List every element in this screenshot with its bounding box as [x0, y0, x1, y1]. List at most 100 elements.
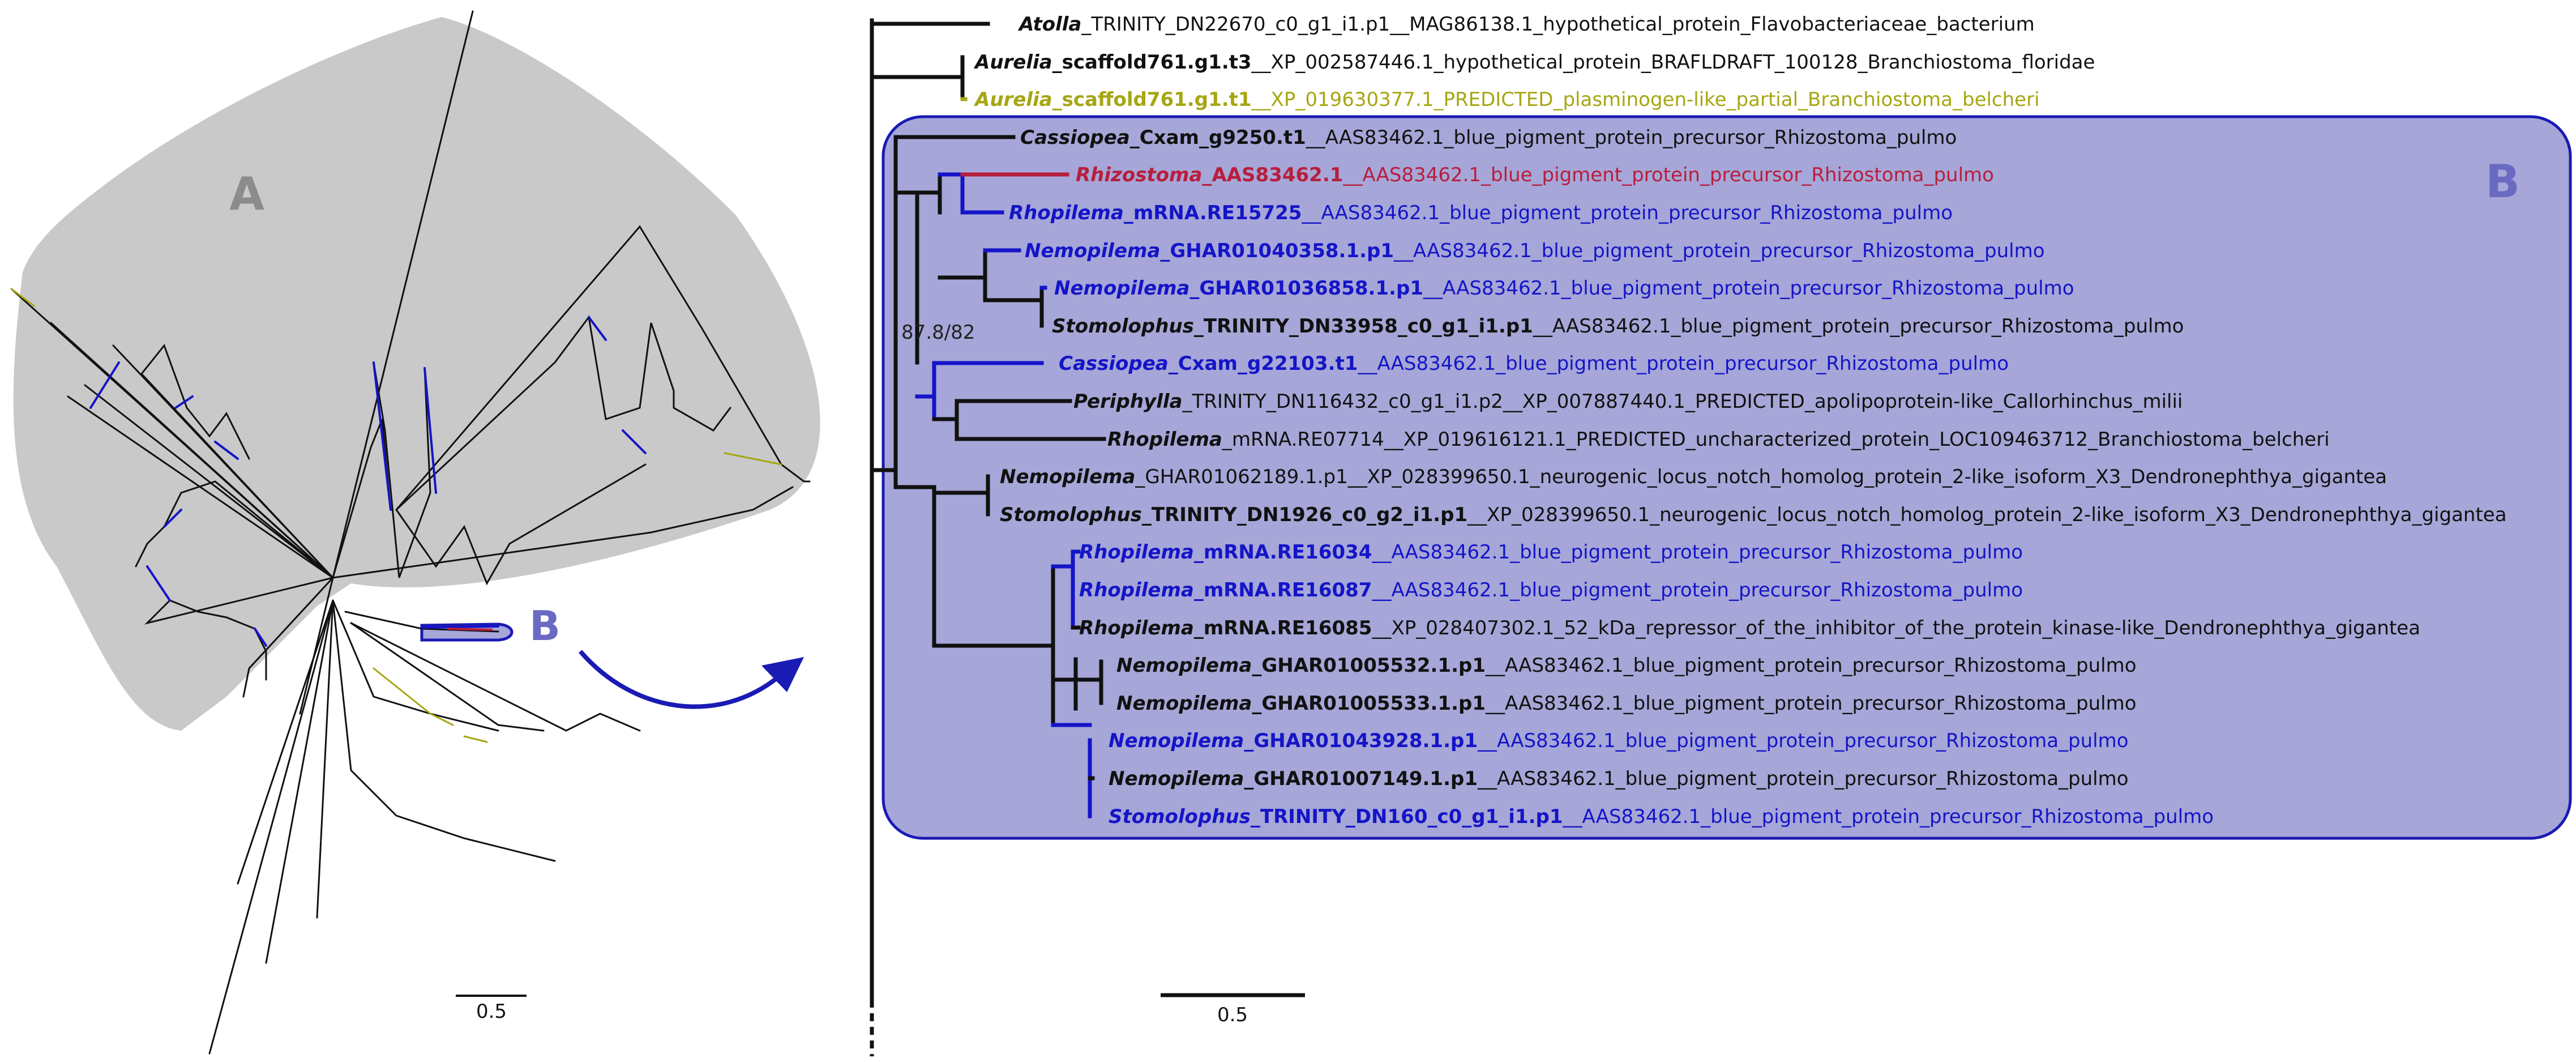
- leaf-label: Rhopilema_mRNA.RE16087__AAS83462.1_blue_…: [1079, 579, 2023, 602]
- leaf-label: Nemopilema_GHAR01040358.1.p1__AAS83462.1…: [1025, 240, 2045, 262]
- zoom-arrow: [578, 650, 780, 709]
- leaf-genus: Aurelia: [973, 88, 1052, 111]
- leaf-genus: Rhopilema: [1079, 617, 1194, 639]
- leaf-label: Nemopilema_GHAR01005533.1.p1__AAS83462.1…: [1116, 692, 2137, 715]
- leaf-sequence-id: _TRINITY_DN1926_c0_g2_i1.p1: [1142, 504, 1467, 526]
- leaf-annotation: __XP_007887440.1_PREDICTED_apolipoprotei…: [1503, 390, 2183, 413]
- support-value-label: 87.8/82: [901, 321, 975, 344]
- leaf-annotation: __XP_028399650.1_neurogenic_locus_notch_…: [1467, 504, 2506, 526]
- leaf-label: Rhopilema_mRNA.RE15725__AAS83462.1_blue_…: [1009, 202, 1953, 224]
- leaf-genus: Atolla: [1017, 13, 1081, 36]
- leaf-sequence-id: _scaffold761.g1.t1: [1052, 88, 1252, 111]
- leaf-genus: Nemopilema: [1025, 240, 1160, 262]
- leaf-label: Rhopilema_mRNA.RE16034__AAS83462.1_blue_…: [1079, 541, 2023, 564]
- leaf-genus: Stomolophus: [1000, 504, 1142, 526]
- leaf-label: Atolla_TRINITY_DN22670_c0_g1_i1.p1__MAG8…: [1017, 13, 2035, 36]
- leaf-annotation: __XP_019630377.1_PREDICTED_plasminogen-l…: [1251, 88, 2040, 111]
- leaf-annotation: __XP_028407302.1_52_kDa_repressor_of_the…: [1371, 617, 2420, 639]
- leaf-label: Nemopilema_GHAR01005532.1.p1__AAS83462.1…: [1116, 654, 2137, 677]
- overview-tree-panel: A B 0.5: [10, 10, 820, 1055]
- leaf-annotation: __AAS83462.1_blue_pigment_protein_precur…: [1306, 126, 1957, 149]
- leaf-annotation: __AAS83462.1_blue_pigment_protein_precur…: [1371, 541, 2023, 564]
- leaf-label: Rhopilema_mRNA.RE16085__XP_028407302.1_5…: [1079, 617, 2420, 639]
- leaf-genus: Nemopilema: [1116, 654, 1252, 677]
- region-b-label: B: [529, 602, 560, 650]
- leaf-genus: Cassiopea: [1020, 126, 1130, 149]
- leaf-annotation: __AAS83462.1_blue_pigment_protein_precur…: [1393, 240, 2045, 262]
- leaf-sequence-id: _TRINITY_DN116432_c0_g1_i1.p2: [1182, 390, 1503, 413]
- leaf-genus: Rhopilema: [1079, 579, 1194, 602]
- clade-b-detail-panel: B 87.8/82 Atolla_TRINITY_DN22670_c0_g1_i…: [870, 13, 2572, 1056]
- overview-branch-red: [447, 628, 493, 631]
- leaf-genus: Nemopilema: [1109, 730, 1244, 752]
- leaf-genus: Cassiopea: [1059, 352, 1169, 375]
- leaf-genus: Nemopilema: [1054, 277, 1189, 300]
- leaf-label: Stomolophus_TRINITY_DN33958_c0_g1_i1.p1_…: [1052, 315, 2184, 338]
- leaf-annotation: __AAS83462.1_blue_pigment_protein_precur…: [1423, 277, 2074, 300]
- leaf-genus: Aurelia: [973, 51, 1052, 74]
- leaf-sequence-id: _Cxam_g9250.t1: [1130, 126, 1306, 149]
- leaf-sequence-id: _TRINITY_DN33958_c0_g1_i1.p1: [1194, 315, 1533, 338]
- leaf-genus: Periphylla: [1073, 390, 1182, 413]
- leaf-label-list: Atolla_TRINITY_DN22670_c0_g1_i1.p1__MAG8…: [973, 13, 2507, 828]
- leaf-sequence-id: _scaffold761.g1.t3: [1052, 51, 1252, 74]
- leaf-annotation: __AAS83462.1_blue_pigment_protein_precur…: [1477, 730, 2129, 752]
- leaf-sequence-id: _mRNA.RE16087: [1194, 579, 1372, 602]
- leaf-sequence-id: _GHAR01036858.1.p1: [1189, 277, 1423, 300]
- clade-b-box-label: B: [2485, 155, 2520, 208]
- leaf-label: Nemopilema_GHAR01062189.1.p1__XP_0283996…: [1000, 466, 2387, 488]
- clade-b-tree-branches: [870, 18, 1106, 1002]
- leaf-label: Periphylla_TRINITY_DN116432_c0_g1_i1.p2_…: [1073, 390, 2183, 413]
- leaf-genus: Rhopilema: [1009, 202, 1124, 224]
- leaf-annotation: __MAG86138.1_hypothetical_protein_Flavob…: [1389, 13, 2035, 36]
- leaf-annotation: __AAS83462.1_blue_pigment_protein_precur…: [1485, 654, 2137, 677]
- leaf-sequence-id: _Cxam_g22103.t1: [1169, 352, 1358, 375]
- leaf-genus: Rhizostoma: [1076, 164, 1202, 186]
- leaf-sequence-id: _GHAR01062189.1.p1: [1135, 466, 1347, 488]
- leaf-sequence-id: _mRNA.RE07714: [1222, 428, 1384, 451]
- leaf-sequence-id: _TRINITY_DN160_c0_g1_i1.p1: [1251, 805, 1563, 828]
- detail-scale-label: 0.5: [1217, 1004, 1248, 1026]
- leaf-sequence-id: _GHAR01005533.1.p1: [1252, 692, 1486, 715]
- leaf-label: Rhopilema_mRNA.RE07714__XP_019616121.1_P…: [1107, 428, 2330, 451]
- leaf-annotation: __AAS83462.1_blue_pigment_protein_precur…: [1371, 579, 2023, 602]
- leaf-label: Aurelia_scaffold761.g1.t1__XP_019630377.…: [973, 88, 2040, 111]
- leaf-sequence-id: _GHAR01040358.1.p1: [1160, 240, 1394, 262]
- zoom-arrow-head-icon: [761, 657, 804, 692]
- leaf-genus: Rhopilema: [1107, 428, 1222, 451]
- leaf-genus: Rhopilema: [1079, 541, 1194, 564]
- leaf-label: Aurelia_scaffold761.g1.t3__XP_002587446.…: [973, 51, 2095, 74]
- leaf-sequence-id: _TRINITY_DN22670_c0_g1_i1.p1: [1081, 13, 1390, 36]
- leaf-annotation: __AAS83462.1_blue_pigment_protein_precur…: [1563, 805, 2214, 828]
- leaf-genus: Stomolophus: [1052, 315, 1194, 338]
- overview-scale-label: 0.5: [476, 1000, 507, 1023]
- leaf-genus: Stomolophus: [1109, 805, 1251, 828]
- clade-b-box: [882, 115, 2572, 840]
- leaf-annotation: __AAS83462.1_blue_pigment_protein_precur…: [1533, 315, 2184, 338]
- leaf-annotation: __XP_019616121.1_PREDICTED_uncharacteriz…: [1384, 428, 2330, 451]
- leaf-genus: Nemopilema: [1116, 692, 1252, 715]
- leaf-sequence-id: _GHAR01007149.1.p1: [1244, 767, 1478, 790]
- leaf-label: Cassiopea_Cxam_g9250.t1__AAS83462.1_blue…: [1020, 126, 1957, 149]
- leaf-annotation: __XP_002587446.1_hypothetical_protein_BR…: [1251, 51, 2095, 74]
- leaf-annotation: __AAS83462.1_blue_pigment_protein_precur…: [1357, 352, 2009, 375]
- overview-branches-blue: [89, 316, 647, 647]
- leaf-annotation: __AAS83462.1_blue_pigment_protein_precur…: [1301, 202, 1953, 224]
- leaf-annotation: __AAS83462.1_blue_pigment_protein_precur…: [1342, 164, 1994, 186]
- leaf-sequence-id: _mRNA.RE16034: [1194, 541, 1372, 564]
- leaf-annotation: __AAS83462.1_blue_pigment_protein_precur…: [1485, 692, 2137, 715]
- leaf-sequence-id: _mRNA.RE15725: [1124, 202, 1302, 224]
- region-a-label: A: [229, 168, 264, 220]
- leaf-label: Stomolophus_TRINITY_DN1926_c0_g2_i1.p1__…: [1000, 504, 2507, 526]
- leaf-label: Nemopilema_GHAR01007149.1.p1__AAS83462.1…: [1109, 767, 2129, 790]
- overview-branches-black: [10, 10, 811, 1055]
- leaf-label: Nemopilema_GHAR01036858.1.p1__AAS83462.1…: [1054, 277, 2074, 300]
- leaf-genus: Nemopilema: [1000, 466, 1135, 488]
- leaf-sequence-id: _GHAR01005532.1.p1: [1252, 654, 1486, 677]
- leaf-annotation: __AAS83462.1_blue_pigment_protein_precur…: [1477, 767, 2129, 790]
- leaf-label: Nemopilema_GHAR01043928.1.p1__AAS83462.1…: [1109, 730, 2129, 752]
- clade-a-region: [13, 17, 820, 731]
- leaf-label: Rhizostoma_AAS83462.1__AAS83462.1_blue_p…: [1076, 164, 1994, 186]
